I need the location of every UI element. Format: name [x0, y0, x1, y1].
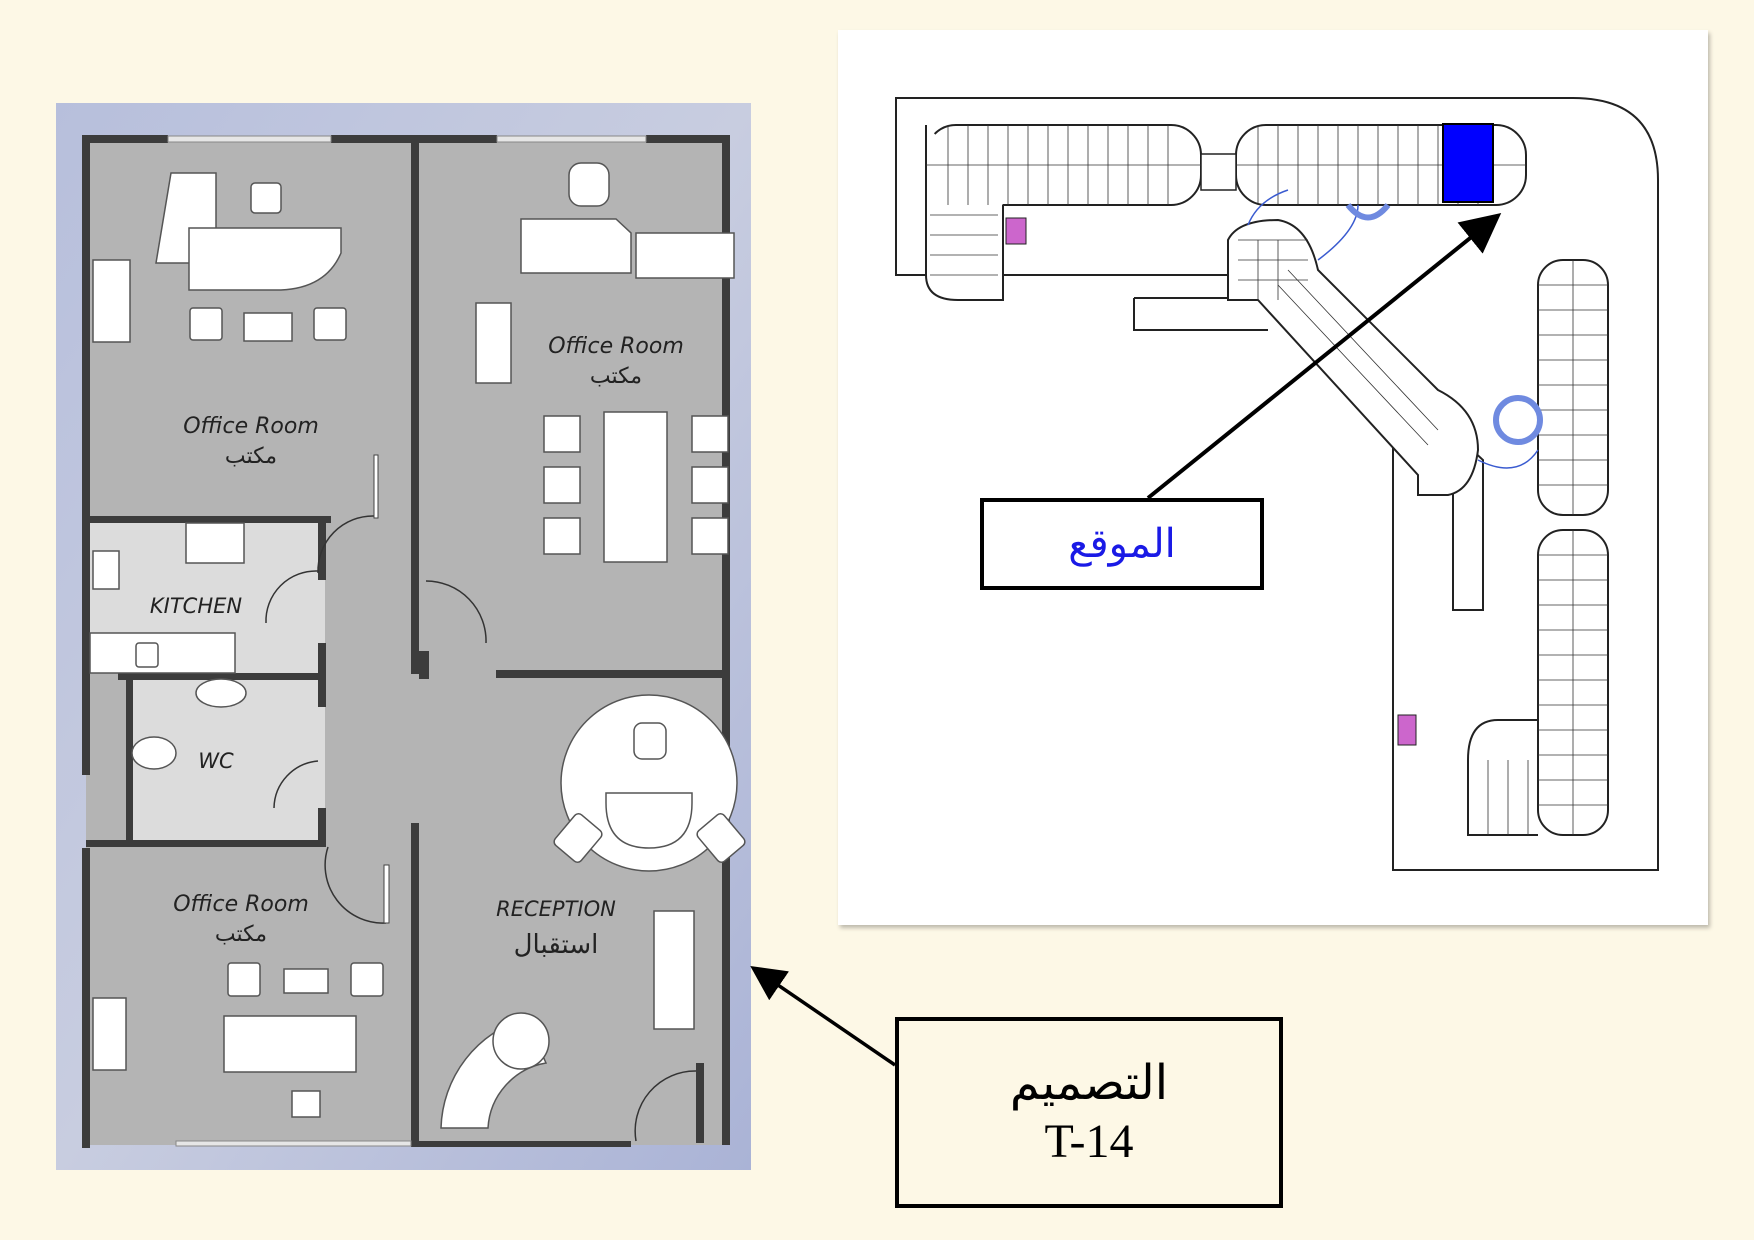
room-label-reception: RECEPTION — [496, 897, 616, 921]
site-location-label: الموقع — [1068, 521, 1176, 567]
design-label: التصميم — [1009, 1056, 1169, 1110]
room-label-office-bottom-left: Office Room — [173, 892, 309, 917]
reception-furniture — [440, 694, 746, 1129]
design-arrow — [750, 966, 896, 1067]
door-leaf — [383, 864, 390, 924]
design-code: T-14 — [1044, 1114, 1134, 1168]
office-bottom-left-furniture — [92, 962, 384, 1118]
design-callout: التصميم T-14 — [895, 1017, 1283, 1208]
door-swing — [425, 580, 487, 644]
site-location-callout: الموقع — [980, 498, 1264, 590]
room-label-ar-reception: استقبال — [514, 930, 599, 960]
unit-grid-right — [1487, 260, 1608, 835]
office-floor-plan: Office Room مكتب Office Room مكتب — [56, 103, 751, 1170]
door-swing — [317, 515, 375, 574]
room-label-office-top-left: Office Room — [183, 414, 319, 439]
door-swing — [324, 846, 387, 924]
site-location-highlight — [1442, 123, 1494, 203]
walls — [82, 135, 730, 1148]
site-plan-card — [838, 30, 1708, 925]
door-leaf — [373, 454, 379, 519]
door-swing — [634, 1070, 697, 1142]
stairs — [1005, 217, 1417, 746]
office-top-right-furniture — [475, 162, 735, 563]
room-label-ar-office-top-left: مكتب — [225, 444, 277, 469]
wc-fixtures — [131, 678, 247, 770]
room-label-wc: WC — [198, 749, 234, 773]
building-diagonal-wing — [1227, 218, 1480, 496]
room-label-office-top-right: Office Room — [548, 334, 684, 359]
door-swing — [265, 570, 319, 624]
building-right-wing — [1467, 259, 1609, 836]
site-plan — [895, 97, 1659, 871]
room-label-kitchen: KITCHEN — [150, 594, 243, 618]
door-swing — [273, 760, 319, 809]
room-label-ar-office-bottom-left: مكتب — [215, 922, 267, 947]
building-top-wing — [925, 124, 1527, 301]
windows — [167, 135, 647, 1147]
office-top-left-furniture — [92, 172, 347, 343]
room-label-ar-office-top-right: مكتب — [590, 364, 642, 389]
kitchen-furniture — [89, 522, 245, 674]
